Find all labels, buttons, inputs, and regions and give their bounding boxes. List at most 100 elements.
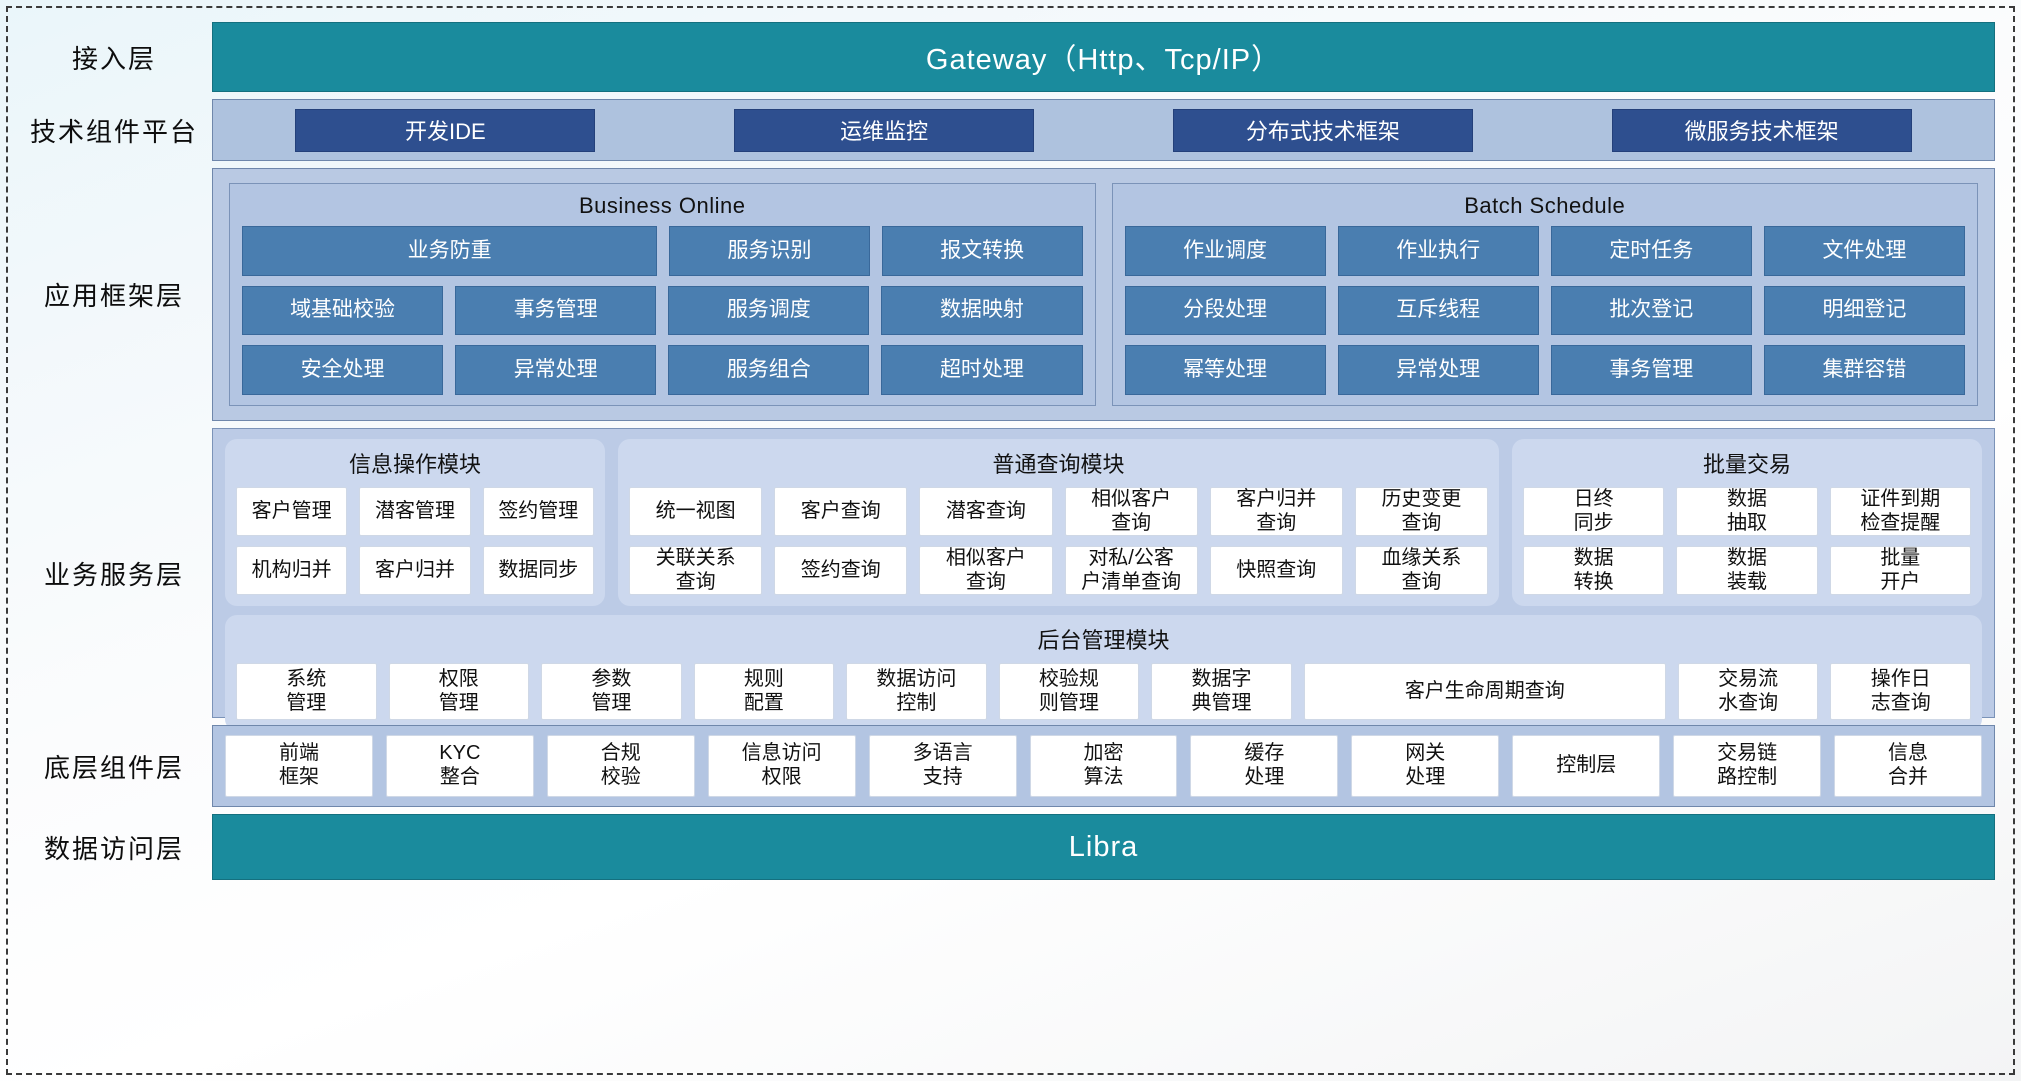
- admin-module-cell[interactable]: 权限管理: [388, 663, 530, 721]
- business-module-cell[interactable]: 签约管理: [482, 487, 594, 537]
- app-framework-cell[interactable]: 事务管理: [455, 285, 657, 336]
- tech-platform-item[interactable]: 开发IDE: [295, 108, 596, 152]
- admin-module-cell[interactable]: 参数管理: [541, 663, 682, 721]
- business-module-row: 机构归并客户归并数据同步: [236, 546, 594, 596]
- business-module-cell[interactable]: 对私/公客户清单查询: [1064, 546, 1198, 596]
- app-framework-cell[interactable]: 安全处理: [242, 345, 444, 396]
- app-framework-cell[interactable]: 事务管理: [1550, 345, 1752, 396]
- app-framework-cell[interactable]: 作业调度: [1124, 226, 1326, 276]
- business-module-row: 数据转换数据装载批量开户: [1523, 546, 1971, 596]
- business-module-cell[interactable]: 机构归并: [236, 546, 348, 596]
- business-module-cell[interactable]: 潜客查询: [919, 487, 1053, 537]
- business-module-cell[interactable]: 客户归并查询: [1209, 487, 1343, 537]
- app-framework-row: 作业调度作业执行定时任务文件处理: [1124, 226, 1965, 276]
- base-component-cell[interactable]: 交易链路控制: [1673, 735, 1822, 797]
- admin-module-title: 后台管理模块: [1037, 628, 1170, 654]
- app-framework-cell[interactable]: 幂等处理: [1124, 345, 1326, 396]
- app-framework-row: 分段处理互斥线程批次登记明细登记: [1124, 285, 1965, 336]
- base-component-cell[interactable]: 网关处理: [1351, 735, 1500, 797]
- admin-module-cell[interactable]: 客户生命周期查询: [1303, 663, 1666, 721]
- app-framework-cell[interactable]: 明细登记: [1763, 285, 1965, 336]
- business-module-cell[interactable]: 统一视图: [629, 487, 763, 537]
- layer-label-data-access: 数据访问层: [43, 833, 184, 864]
- business-module-cell[interactable]: 相似客户查询: [1064, 487, 1198, 537]
- layer-row-access: 接入层 Gateway（Http、Tcp/IP）: [16, 22, 1995, 92]
- base-component-cell[interactable]: 缓存处理: [1190, 735, 1339, 797]
- app-framework-cell[interactable]: 定时任务: [1550, 226, 1752, 276]
- app-framework-cell[interactable]: 互斥线程: [1337, 285, 1539, 336]
- app-framework-cell[interactable]: 异常处理: [1337, 345, 1539, 396]
- app-framework-cell[interactable]: 服务识别: [669, 226, 870, 276]
- tech-platform-item[interactable]: 微服务技术框架: [1611, 108, 1912, 152]
- business-module-grid: 统一视图客户查询潜客查询相似客户查询客户归并查询历史变更查询关联关系查询签约查询…: [629, 487, 1489, 596]
- business-module-row: 统一视图客户查询潜客查询相似客户查询客户归并查询历史变更查询: [629, 487, 1489, 537]
- business-module-cell[interactable]: 快照查询: [1209, 546, 1343, 596]
- tech-platform-item[interactable]: 分布式技术框架: [1172, 108, 1473, 152]
- business-module-cell[interactable]: 签约查询: [774, 546, 908, 596]
- admin-module: 后台管理模块 系统管理权限管理参数管理规则配置数据访问控制校验规则管理数据字典管…: [225, 615, 1982, 732]
- business-module-cell[interactable]: 潜客管理: [359, 487, 471, 537]
- app-framework-row: 业务防重服务识别报文转换: [242, 226, 1083, 276]
- admin-module-cell[interactable]: 交易流水查询: [1677, 663, 1819, 721]
- app-framework-cell[interactable]: 作业执行: [1337, 226, 1539, 276]
- admin-module-cell[interactable]: 数据字典管理: [1151, 663, 1292, 721]
- app-framework-row: 域基础校验事务管理服务调度数据映射: [242, 285, 1083, 336]
- business-module-cell[interactable]: 相似客户查询: [919, 546, 1053, 596]
- business-module-cell[interactable]: 客户管理: [236, 487, 348, 537]
- business-module-cell[interactable]: 批量开户: [1829, 546, 1971, 596]
- base-component-cell[interactable]: 多语言支持: [868, 735, 1017, 797]
- app-framework-cell[interactable]: 集群容错: [1763, 345, 1965, 396]
- business-module-cell[interactable]: 血缘关系查询: [1354, 546, 1489, 596]
- base-component-cell[interactable]: 信息访问权限: [707, 735, 856, 797]
- business-module-cell[interactable]: 历史变更查询: [1354, 487, 1489, 537]
- business-module-cell[interactable]: 数据抽取: [1676, 487, 1818, 537]
- app-framework-cell[interactable]: 分段处理: [1124, 285, 1326, 336]
- business-module-cell[interactable]: 客户归并: [359, 546, 471, 596]
- business-service-body: 信息操作模块客户管理潜客管理签约管理机构归并客户归并数据同步普通查询模块统一视图…: [212, 428, 1995, 732]
- app-framework-cell[interactable]: 服务组合: [668, 345, 870, 396]
- base-component-cell[interactable]: 合规校验: [546, 735, 695, 797]
- admin-module-cell[interactable]: 数据访问控制: [846, 663, 987, 721]
- app-framework-cell[interactable]: 域基础校验: [242, 285, 444, 336]
- admin-module-cell[interactable]: 操作日志查询: [1830, 663, 1971, 721]
- app-framework-cell[interactable]: 文件处理: [1763, 226, 1965, 276]
- base-component-cell[interactable]: 信息合并: [1834, 735, 1982, 797]
- base-component-cell[interactable]: 加密算法: [1029, 735, 1178, 797]
- base-component-cell[interactable]: 前端框架: [225, 735, 373, 797]
- admin-module-cell[interactable]: 系统管理: [236, 663, 377, 721]
- tech-platform-item[interactable]: 运维监控: [734, 108, 1035, 152]
- layer-label-base-components: 底层组件层: [43, 752, 184, 783]
- data-access-body: Libra: [212, 814, 1995, 880]
- business-module-cell[interactable]: 数据同步: [482, 546, 594, 596]
- app-framework-cell[interactable]: 报文转换: [881, 226, 1083, 276]
- business-module-cell[interactable]: 证件到期检查提醒: [1829, 487, 1971, 537]
- business-module-title: 信息操作模块: [348, 452, 481, 477]
- layer-label-app-framework: 应用框架层: [43, 281, 184, 311]
- business-module-cell[interactable]: 日终同步: [1523, 487, 1665, 537]
- business-module-cell[interactable]: 客户查询: [774, 487, 908, 537]
- business-module-row: 信息操作模块客户管理潜客管理签约管理机构归并客户归并数据同步普通查询模块统一视图…: [225, 439, 1982, 607]
- business-module: 普通查询模块统一视图客户查询潜客查询相似客户查询客户归并查询历史变更查询关联关系…: [618, 439, 1499, 607]
- business-module-cell[interactable]: 关联关系查询: [629, 546, 763, 596]
- app-framework-cell[interactable]: 业务防重: [242, 226, 658, 276]
- business-module-cell[interactable]: 数据转换: [1523, 546, 1665, 596]
- base-component-cell[interactable]: 控制层: [1512, 735, 1661, 797]
- business-module-grid: 客户管理潜客管理签约管理机构归并客户归并数据同步: [236, 487, 594, 596]
- app-framework-grid: 业务防重服务识别报文转换域基础校验事务管理服务调度数据映射安全处理异常处理服务组…: [242, 226, 1083, 396]
- business-module-cell[interactable]: 数据装载: [1676, 546, 1818, 596]
- app-framework-cell[interactable]: 数据映射: [881, 285, 1083, 336]
- tech-platform-body: 开发IDE 运维监控 分布式技术框架 微服务技术框架: [212, 99, 1995, 161]
- app-framework-cell[interactable]: 超时处理: [881, 345, 1083, 396]
- app-framework-cell[interactable]: 批次登记: [1550, 285, 1752, 336]
- app-framework-cell[interactable]: 异常处理: [455, 345, 657, 396]
- gateway-bar: Gateway（Http、Tcp/IP）: [212, 22, 1995, 92]
- admin-module-cell[interactable]: 校验规则管理: [998, 663, 1140, 721]
- admin-module-cell[interactable]: 规则配置: [693, 663, 835, 721]
- business-module-row: 关联关系查询签约查询相似客户查询对私/公客户清单查询快照查询血缘关系查询: [629, 546, 1489, 596]
- app-framework-cell[interactable]: 服务调度: [668, 285, 870, 336]
